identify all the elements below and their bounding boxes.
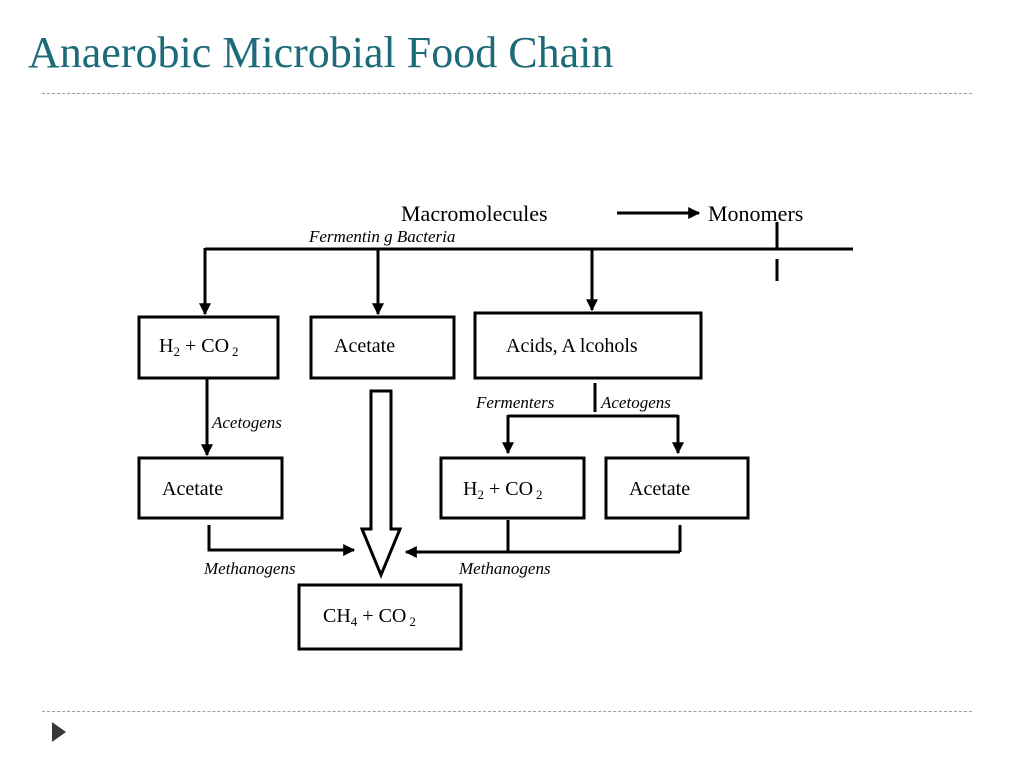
box-acetate-right — [604, 456, 750, 520]
methanogens-left-label: Methanogens — [203, 559, 296, 578]
acetogens-left-label: Acetogens — [211, 413, 282, 432]
box-h2-co2-right — [439, 456, 586, 520]
acetate-left-label: Acetate — [162, 478, 223, 500]
acetate-right-label: Acetate — [629, 478, 690, 500]
monomers-label: Monomers — [708, 201, 803, 226]
acetogens-right-label: Acetogens — [600, 393, 671, 412]
acids-alcohols-label: Acids, A lcohols — [506, 335, 638, 357]
box-acetate-left — [137, 456, 284, 520]
next-slide-arrow-icon[interactable] — [52, 722, 66, 742]
box-h2-co2-left — [137, 315, 280, 380]
box-acetate-top — [309, 315, 456, 380]
fermenting-bacteria-label: Fermentin g Bacteria — [308, 227, 455, 246]
macromolecules-label: Macromolecules — [401, 201, 548, 226]
title-divider — [42, 93, 972, 94]
footer-divider — [42, 711, 972, 712]
box-acids-alcohols — [473, 311, 703, 380]
slide-title: Anaerobic Microbial Food Chain — [28, 28, 614, 77]
fermenters-label: Fermenters — [475, 393, 555, 412]
methanogens-right-label: Methanogens — [458, 559, 551, 578]
acetate-hollow-arrow — [359, 389, 403, 579]
arrow-methanogens-left — [207, 525, 356, 556]
box-ch4-co2 — [297, 583, 463, 651]
acetate-top-label: Acetate — [334, 335, 395, 357]
